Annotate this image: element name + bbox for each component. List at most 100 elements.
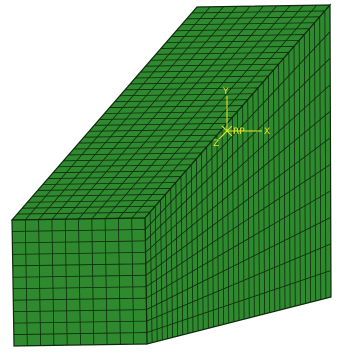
mesh-side-face bbox=[144, 3, 332, 345]
side-face-grid-line-u bbox=[283, 58, 286, 309]
front-face-grid-line-v bbox=[13, 286, 147, 290]
side-face-grid-line-v bbox=[146, 270, 332, 333]
side-face-grid-line-u bbox=[170, 188, 173, 338]
side-face-grid-line-u bbox=[257, 87, 260, 316]
side-face-grid-line-u bbox=[267, 75, 271, 313]
side-face-grid-line-v bbox=[145, 163, 331, 288]
side-face-grid-line-u bbox=[180, 176, 184, 335]
x-axis-label: X bbox=[264, 127, 270, 137]
front-face-grid-line-v bbox=[12, 251, 146, 255]
reference-point-marker bbox=[221, 125, 233, 137]
top-face-grid-line-v bbox=[58, 164, 192, 168]
top-face-grid-line-v bbox=[63, 158, 197, 162]
side-face-grid-line-v bbox=[145, 57, 331, 242]
top-face-grid-line-v bbox=[104, 111, 238, 114]
side-face-grid-line-u bbox=[278, 64, 281, 311]
y-axis-label: Y bbox=[222, 87, 229, 97]
front-face-grid-line-u bbox=[91, 218, 95, 345]
top-face-grid-line-v bbox=[191, 10, 325, 14]
side-face-grid-line-u bbox=[288, 52, 291, 308]
mesh-front-face bbox=[11, 217, 148, 347]
top-face-grid-line-v bbox=[140, 69, 274, 73]
top-face-grid-line-v bbox=[47, 176, 181, 179]
top-face-grid-line-v bbox=[171, 34, 305, 37]
side-face-grid-line-u bbox=[160, 200, 163, 341]
top-face-grid-line-v bbox=[145, 63, 279, 67]
front-face-grid-line-u bbox=[24, 219, 28, 346]
top-face-grid-line-v bbox=[99, 117, 233, 120]
front-face-grid-line-u bbox=[131, 218, 135, 345]
side-face-grid-line-u bbox=[273, 70, 276, 312]
top-face-grid-line-v bbox=[176, 28, 310, 32]
top-face-grid-line-v bbox=[135, 75, 269, 79]
front-face-grid-line-v bbox=[12, 240, 146, 244]
side-face-grid-line-v bbox=[146, 190, 331, 299]
z-axis-label: Z bbox=[213, 139, 219, 149]
side-face-grid-line-u bbox=[319, 16, 322, 300]
top-face-grid-line-v bbox=[78, 140, 212, 144]
top-face-grid-line-v bbox=[53, 170, 187, 174]
top-face-grid-line-v bbox=[125, 87, 259, 91]
side-face-grid-line-u bbox=[242, 105, 245, 320]
top-face-grid-line-v bbox=[119, 93, 253, 97]
reference-point-triad: Y X Z RP bbox=[213, 87, 270, 149]
front-face-grid-line-u bbox=[51, 219, 55, 346]
front-face-grid-line-u bbox=[104, 218, 108, 345]
side-face-grid-line-u bbox=[201, 152, 204, 330]
top-face-grid-line-v bbox=[130, 81, 264, 85]
side-face-grid-line-u bbox=[309, 28, 311, 303]
side-face-grid-line-u bbox=[211, 141, 214, 328]
side-face-grid-line-v bbox=[145, 110, 331, 265]
side-face-grid-line-u bbox=[195, 158, 199, 331]
side-face-grid-line-u bbox=[237, 111, 240, 321]
top-face-grid-line-v bbox=[186, 16, 320, 20]
front-face-grid-line-u bbox=[38, 219, 41, 346]
side-face-grid-line-u bbox=[149, 212, 153, 343]
top-face-grid-line-v bbox=[37, 188, 171, 191]
side-face-grid-line-u bbox=[262, 81, 265, 314]
side-face-grid-line-u bbox=[165, 194, 168, 339]
side-face-grid-line-u bbox=[216, 135, 219, 326]
top-face-grid-line-v bbox=[161, 46, 295, 49]
side-face-grid-line-u bbox=[293, 46, 296, 307]
top-face-grid-line-v bbox=[32, 193, 166, 197]
side-face-grid-line-u bbox=[206, 146, 209, 329]
side-face-grid-line-u bbox=[190, 164, 194, 333]
top-face-grid-line-v bbox=[17, 211, 151, 215]
side-face-grid-line-u bbox=[324, 10, 327, 299]
side-face-grid-line-u bbox=[314, 22, 317, 301]
front-face-grid-line-v bbox=[13, 309, 147, 313]
top-face-grid-line-v bbox=[89, 128, 223, 132]
top-face-grid-line-v bbox=[27, 199, 161, 203]
top-face-grid-line-v bbox=[73, 146, 207, 150]
side-face-grid-line-u bbox=[154, 206, 158, 342]
top-face-grid-line-v bbox=[109, 105, 243, 108]
top-face-grid-line-v bbox=[114, 99, 248, 103]
mesh-top-face bbox=[10, 4, 332, 221]
side-face-grid-line-v bbox=[146, 217, 331, 310]
top-face-grid-line-v bbox=[181, 22, 315, 26]
top-face-grid-line-v bbox=[68, 152, 202, 156]
top-face-grid-line-v bbox=[42, 182, 176, 185]
top-face-grid-line-v bbox=[83, 134, 217, 138]
rp-label: RP bbox=[233, 127, 245, 137]
side-face-grid-line-u bbox=[231, 117, 235, 322]
side-face-grid-line-v bbox=[145, 137, 331, 276]
top-face-grid-line-v bbox=[22, 205, 156, 209]
front-face-grid-line-v bbox=[13, 332, 147, 335]
side-face-grid-line-u bbox=[175, 182, 179, 337]
front-face-grid-line-v bbox=[13, 297, 147, 301]
top-face-grid-line-v bbox=[155, 51, 289, 55]
side-face-grid-line-u bbox=[185, 170, 189, 334]
top-face-grid-line-v bbox=[166, 40, 300, 43]
front-face-grid-line-v bbox=[12, 274, 146, 278]
front-face-grid-line-v bbox=[12, 229, 146, 232]
top-face-grid-line-v bbox=[94, 122, 228, 126]
side-face-grid-line-u bbox=[221, 129, 225, 325]
side-face-grid-line-u bbox=[226, 123, 230, 324]
side-face-grid-line-u bbox=[303, 34, 306, 304]
front-face-grid-line-u bbox=[118, 218, 121, 345]
front-face-grid-line-u bbox=[78, 218, 81, 346]
